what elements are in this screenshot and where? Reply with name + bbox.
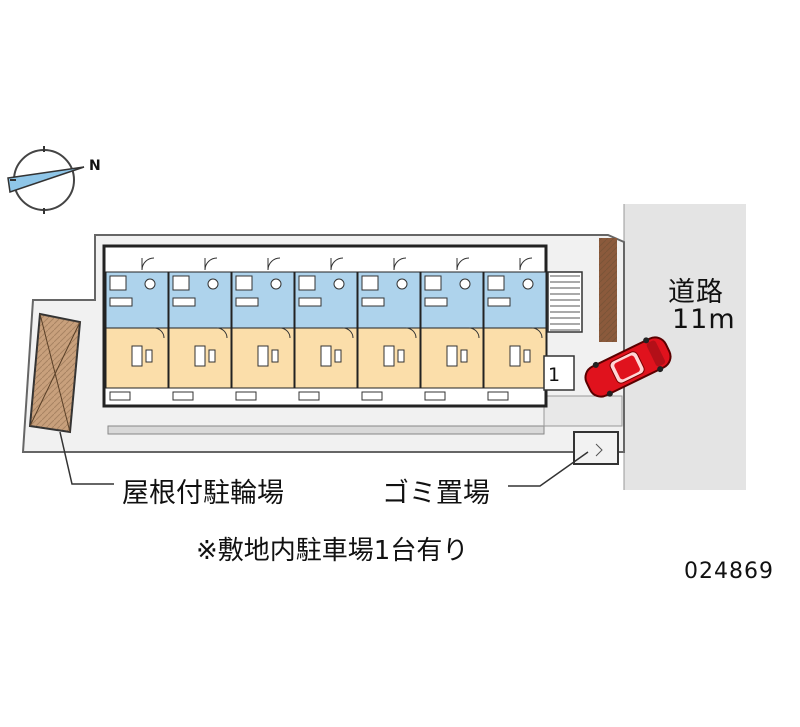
parking-note: ※敷地内駐車場1台有り	[196, 536, 469, 566]
apartment-unit	[168, 257, 232, 401]
unit-row	[105, 257, 547, 401]
garbage-leader-line	[508, 451, 589, 487]
parking-area	[543, 395, 623, 427]
bike-leader-line	[59, 431, 114, 485]
apartment-unit	[420, 257, 484, 401]
parking-space	[543, 355, 575, 391]
walkway	[107, 425, 545, 435]
apartment-unit	[357, 257, 421, 401]
car-icon	[584, 336, 672, 398]
bicycle-shed	[28, 312, 82, 434]
apartment-unit	[231, 257, 295, 401]
property-id: 024869	[684, 559, 774, 584]
apartment-unit	[294, 257, 358, 401]
road-name: 道路	[668, 277, 724, 308]
apartment-unit	[483, 257, 547, 401]
garbage-label: ゴミ置場	[382, 478, 490, 509]
north-letter: N	[89, 158, 101, 174]
stairs	[547, 271, 583, 333]
parking-space-number: 1	[548, 364, 561, 386]
garbage-area	[573, 431, 619, 465]
bicycle-parking-label: 屋根付駐輪場	[122, 478, 284, 509]
compass-icon	[7, 146, 85, 214]
apartment-unit	[105, 257, 169, 401]
road-width: 11m	[672, 304, 736, 335]
